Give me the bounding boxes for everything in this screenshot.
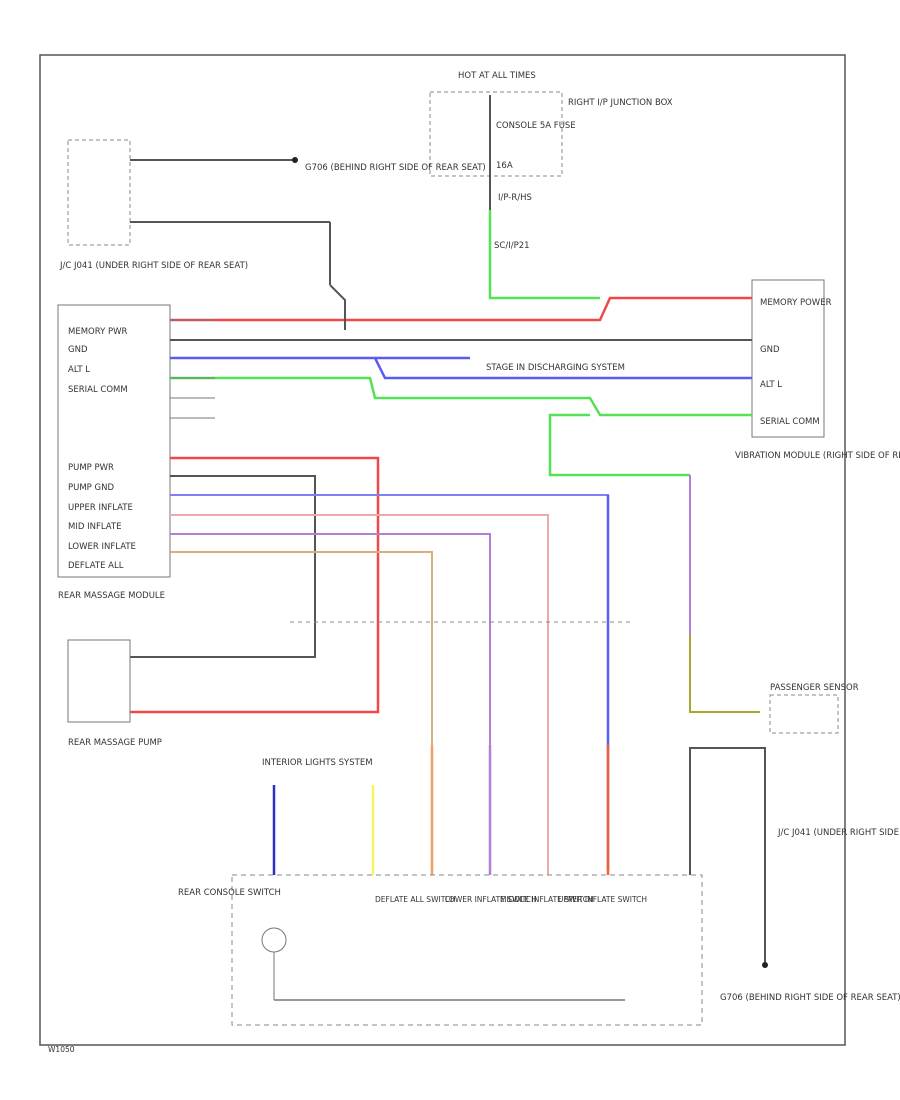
junction-box-outline bbox=[429, 91, 563, 177]
footer-code: W1050 bbox=[48, 1045, 75, 1054]
wire-green-feed bbox=[488, 210, 600, 300]
sw-deflate: DEFLATE ALL SWITCH bbox=[375, 895, 456, 904]
wire-red-pump bbox=[130, 456, 380, 714]
pin-stubs bbox=[170, 319, 215, 419]
passenger-sensor bbox=[769, 694, 839, 734]
wire-grn-red bbox=[689, 635, 760, 713]
passenger-label: PASSENGER SENSOR bbox=[770, 683, 859, 693]
vib-module-label: VIBRATION MODULE (RIGHT SIDE OF REAR SEA… bbox=[735, 451, 900, 461]
rear-pump-label: REAR MASSAGE PUMP bbox=[68, 738, 162, 748]
pin-deflate-all: DEFLATE ALL bbox=[68, 561, 124, 571]
wire-red-memory bbox=[170, 296, 752, 322]
pin-pump-pwr: PUMP PWR bbox=[68, 463, 114, 473]
vib-pin-serial: SERIAL COMM bbox=[760, 417, 820, 427]
rear-module-label: REAR MASSAGE MODULE bbox=[58, 591, 165, 601]
conn-ip4: I/P-R/HS bbox=[498, 193, 532, 203]
pin-memory-pwr: MEMORY PWR bbox=[68, 327, 128, 337]
vibration-module bbox=[751, 279, 825, 438]
console-switch-label: REAR CONSOLE SWITCH bbox=[178, 888, 281, 898]
g-top-label: G706 (BEHIND RIGHT SIDE OF REAR SEAT) bbox=[305, 163, 486, 173]
wire-blk-pump bbox=[130, 475, 316, 658]
wire-blu-red bbox=[170, 533, 491, 870]
pin-pump-gnd: PUMP GND bbox=[68, 483, 114, 493]
conn-sc1: SC/I/P21 bbox=[494, 241, 530, 251]
g-bottom-label: G706 (BEHIND RIGHT SIDE OF REAR SEAT) bbox=[720, 993, 900, 1003]
ground-top-dot bbox=[292, 157, 298, 163]
vib-pin-alt: ALT L bbox=[760, 380, 782, 390]
jc-bottom-label: J/C J041 (UNDER RIGHT SIDE OF REAR SEAT) bbox=[777, 828, 900, 838]
pin-serial-comm: SERIAL COMM bbox=[68, 385, 128, 395]
rear-massage-module bbox=[57, 304, 171, 578]
stage-label: STAGE IN DISCHARGING SYSTEM bbox=[486, 363, 625, 373]
module-pins: MEMORY PWR GND ALT L SERIAL COMM PUMP PW… bbox=[68, 327, 136, 571]
pin-gnd: GND bbox=[68, 345, 88, 355]
wire-green-serial bbox=[170, 376, 752, 417]
switch-labels: DEFLATE ALL SWITCH LOWER INFLATE SWITCH … bbox=[375, 895, 647, 904]
wire-blk-ground bbox=[689, 747, 766, 965]
vib-pin-gnd: GND bbox=[760, 345, 780, 355]
pin-upper-inflate: UPPER INFLATE bbox=[68, 503, 133, 513]
wire-blue-alt bbox=[170, 356, 752, 380]
hot-label: HOT AT ALL TIMES bbox=[458, 71, 536, 81]
sw-upper: UPPER INFLATE SWITCH bbox=[558, 895, 647, 904]
console-lamp bbox=[261, 927, 287, 953]
fuse-number: 16A bbox=[496, 161, 513, 171]
pin-lower-inflate: LOWER INFLATE bbox=[68, 542, 136, 552]
pin-mid-inflate: MID INFLATE bbox=[68, 522, 122, 532]
pin-alt-l: ALT L bbox=[68, 365, 90, 375]
jb-label: RIGHT I/P JUNCTION BOX bbox=[568, 98, 673, 108]
wire-blk-ground-top bbox=[329, 284, 346, 330]
rear-pump bbox=[67, 639, 131, 723]
wire-wht-red bbox=[170, 514, 549, 870]
ground-top-outline bbox=[67, 139, 131, 246]
fuse-label: CONSOLE 5A FUSE bbox=[496, 121, 576, 131]
wire-green-down bbox=[548, 413, 690, 477]
rear-console-switch bbox=[231, 874, 703, 1026]
ground-bottom-dot bbox=[762, 962, 768, 968]
outer-frame bbox=[39, 54, 846, 1046]
jc-top-label: J/C J041 (UNDER RIGHT SIDE OF REAR SEAT) bbox=[59, 261, 248, 271]
sw-lower: LOWER INFLATE SWITCH bbox=[445, 895, 537, 904]
sw-middle: MIDDLE INFLATE SWITCH bbox=[500, 895, 594, 904]
vib-pin-mem: MEMORY POWER bbox=[760, 298, 832, 308]
interior-lights-label: INTERIOR LIGHTS SYSTEM bbox=[262, 758, 373, 768]
